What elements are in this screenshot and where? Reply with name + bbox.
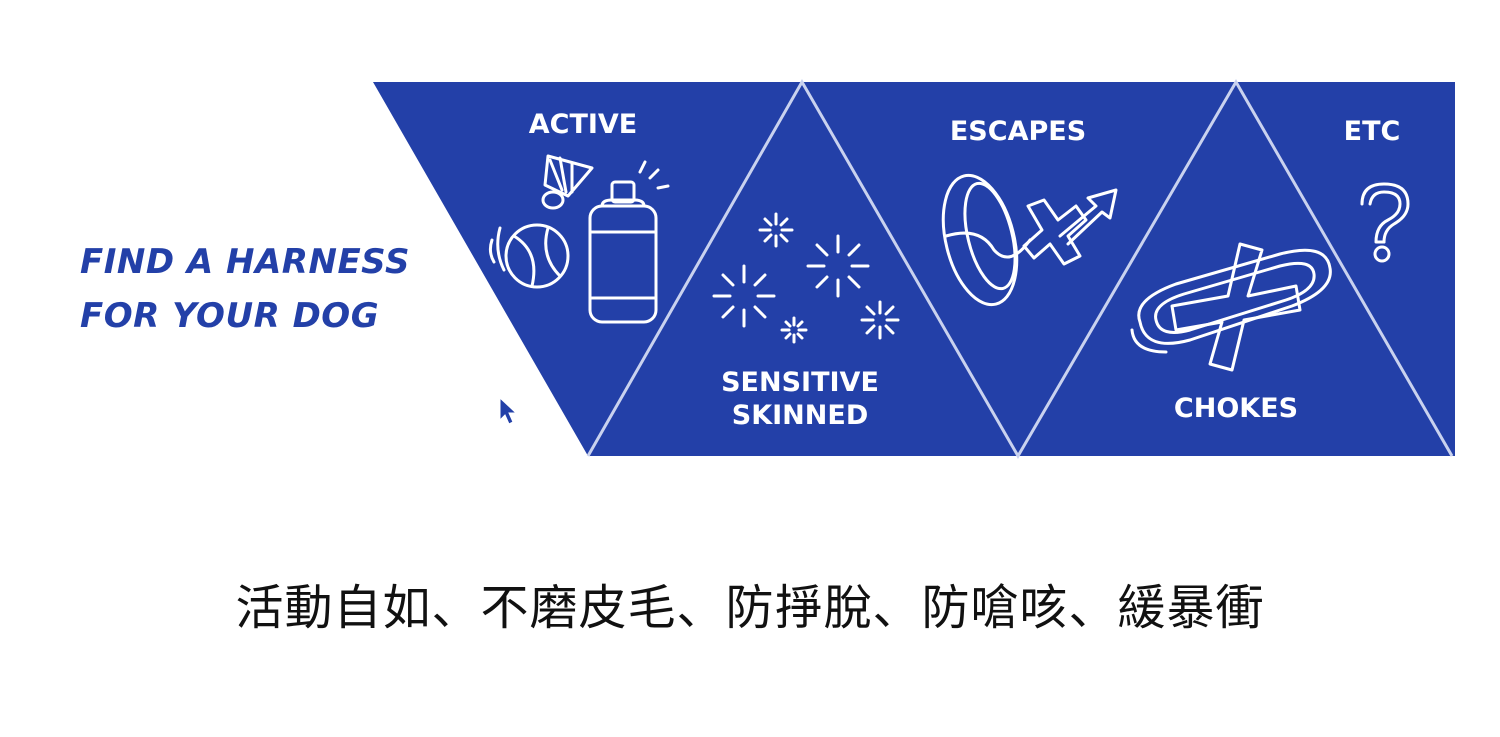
escape-icon [941, 173, 1118, 307]
feature-subtitle: 活動自如、不磨皮毛、防掙脫、防嗆咳、緩暴衝 [235, 580, 1265, 636]
mouse-cursor-icon [499, 396, 518, 425]
panel-label-etc: ETC [1344, 116, 1401, 147]
panel-label-chokes: CHOKES [1174, 393, 1298, 424]
panel-label-sensitive: SENSITIVE [721, 367, 879, 398]
question-icon [1360, 182, 1410, 263]
panel-label-escapes: ESCAPES [950, 116, 1086, 147]
banner-background [373, 82, 1455, 456]
panel-label-skinned: SKINNED [732, 400, 868, 431]
sparkle-icon [712, 212, 900, 344]
choke-collar-icon [1130, 242, 1332, 372]
harness-banner: ACTIVE SENSITIVE SKINNED [373, 78, 1455, 459]
sports-icon [488, 154, 670, 324]
headline-line-2: FOR YOUR DOG [80, 296, 380, 336]
headline-line-1: FIND A HARNESS [80, 242, 410, 282]
panel-label-active: ACTIVE [529, 109, 638, 140]
panel-dividers [586, 78, 1454, 459]
